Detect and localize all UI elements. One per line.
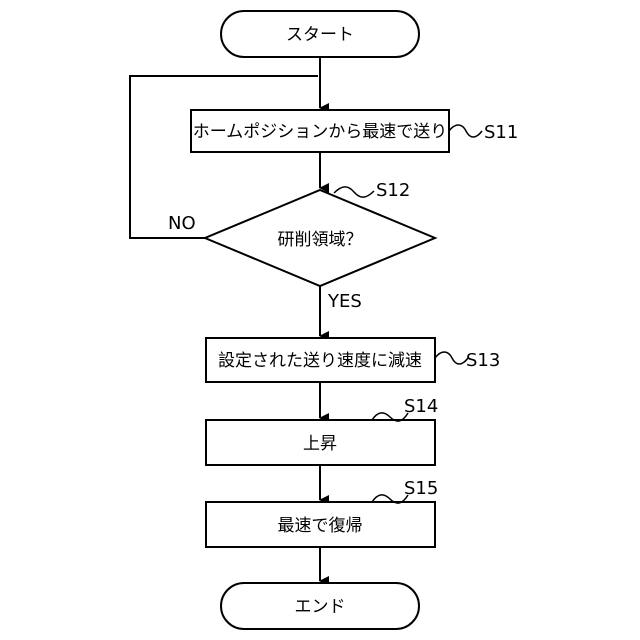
step-label-s15: S15 — [404, 478, 438, 499]
branch-no-label: NO — [168, 213, 196, 234]
s12-leader — [334, 187, 374, 197]
s11-leader — [449, 125, 482, 137]
step-label-s11: S11 — [484, 122, 518, 143]
branch-yes-label: YES — [327, 291, 362, 312]
s13-leader — [435, 352, 468, 364]
process-s15-label: 最速で復帰 — [278, 516, 363, 536]
process-s13-label: 設定された送り速度に減速 — [218, 351, 422, 371]
process-s14-label: 上昇 — [303, 434, 337, 454]
end-label: エンド — [295, 597, 346, 617]
process-s11-label: ホームポジションから最速で送り — [193, 122, 448, 142]
start-label: スタート — [286, 25, 354, 45]
step-label-s12: S12 — [376, 180, 410, 201]
decision-s12-label: 研削領域？ — [278, 230, 363, 250]
step-label-s14: S14 — [404, 396, 438, 417]
step-label-s13: S13 — [466, 350, 500, 371]
